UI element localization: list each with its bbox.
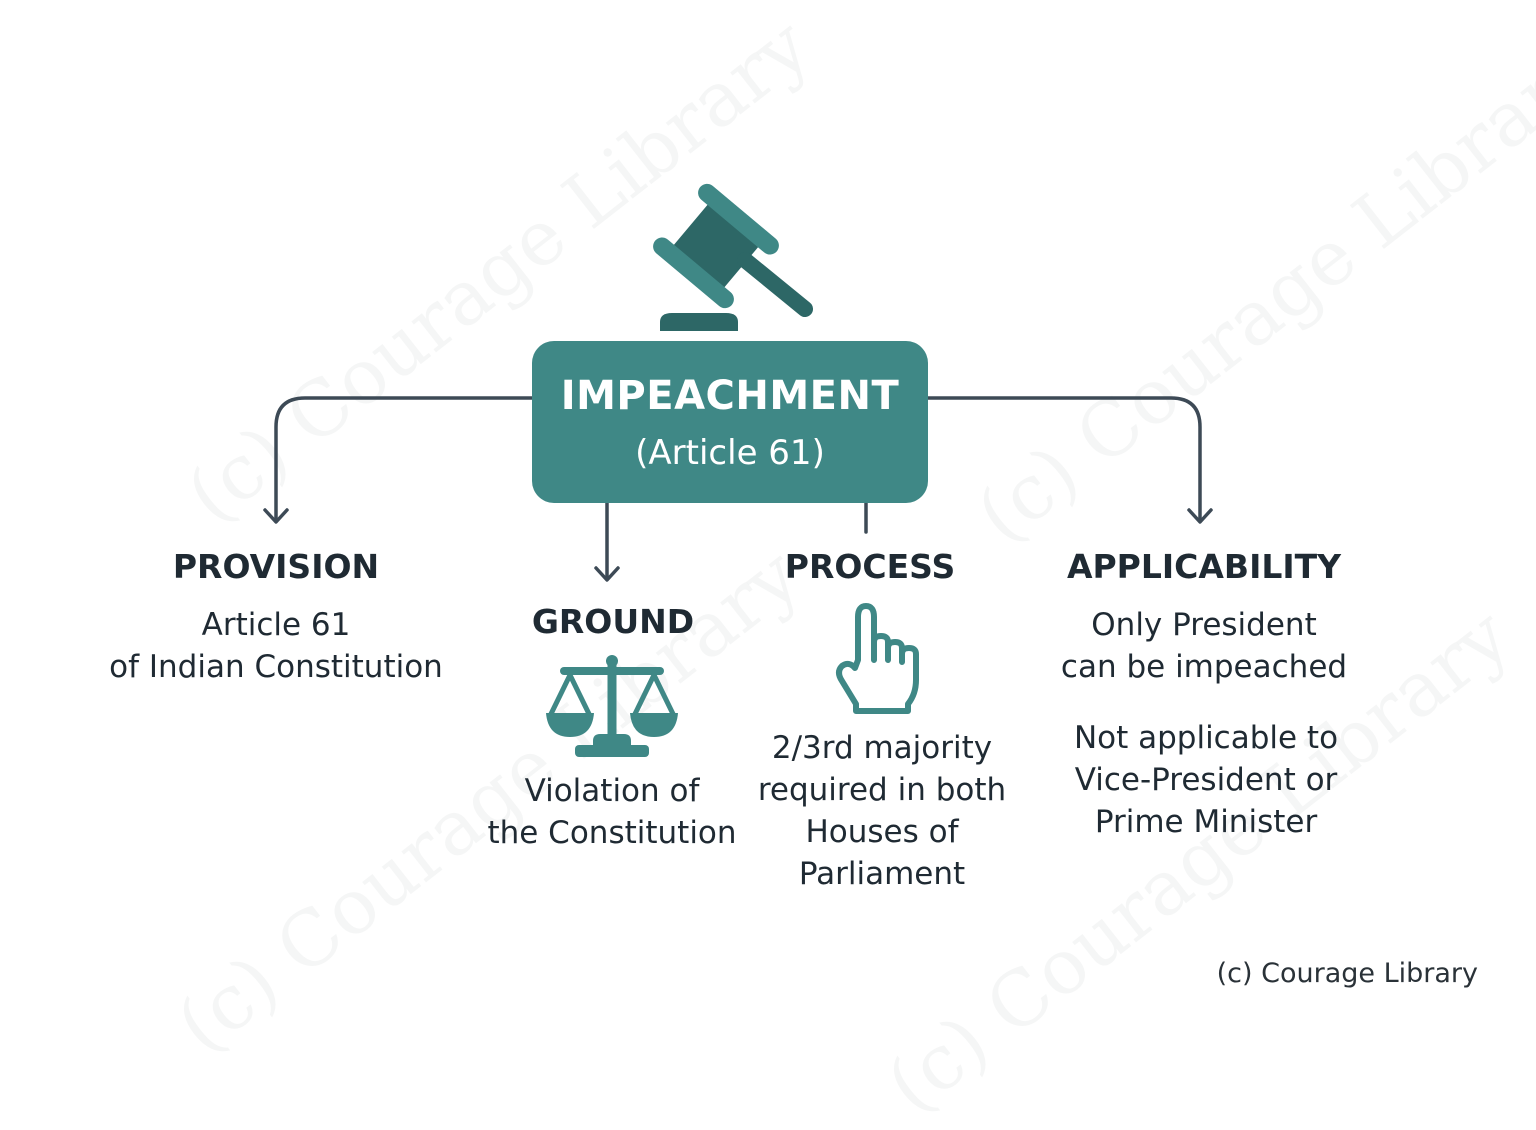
provision-line: Article 61 bbox=[201, 607, 351, 643]
connector-ground bbox=[594, 501, 620, 582]
ground-description: Violation of the Constitution bbox=[462, 770, 762, 854]
ground-heading: GROUND bbox=[531, 602, 695, 641]
applicability-description-exclusions: Not applicable to Vice-President or Prim… bbox=[1036, 717, 1376, 843]
gavel-icon bbox=[653, 183, 813, 331]
ground-line: the Constitution bbox=[487, 815, 737, 851]
copyright-notice: (c) Courage Library bbox=[1216, 958, 1478, 989]
hand-pointer-icon bbox=[836, 603, 919, 714]
provision-description: Article 61 of Indian Constitution bbox=[76, 604, 476, 688]
process-line: 2/3rd majority bbox=[771, 730, 993, 766]
applicability-description-president: Only President can be impeached bbox=[1044, 604, 1364, 688]
central-node-impeachment: IMPEACHMENT (Article 61) bbox=[532, 341, 928, 503]
process-heading: PROCESS bbox=[784, 547, 956, 586]
connector-applicability bbox=[926, 396, 1213, 524]
applicability-line: Only President bbox=[1091, 607, 1317, 643]
provision-line: of Indian Constitution bbox=[109, 649, 443, 685]
applicability-line: can be impeached bbox=[1060, 649, 1348, 685]
diagram-canvas bbox=[263, 183, 1213, 757]
ground-line: Violation of bbox=[524, 773, 700, 809]
applicability-line: Vice-President or bbox=[1074, 762, 1338, 798]
applicability-line: Not applicable to bbox=[1073, 720, 1339, 756]
connector-provision bbox=[263, 396, 534, 524]
central-subtitle: (Article 61) bbox=[635, 433, 825, 473]
applicability-heading: APPLICABILITY bbox=[1066, 547, 1342, 586]
central-title: IMPEACHMENT bbox=[560, 373, 900, 419]
process-line: Parliament bbox=[798, 856, 966, 892]
process-line: required in both bbox=[757, 772, 1007, 808]
provision-heading: PROVISION bbox=[172, 547, 380, 586]
scales-of-justice-icon bbox=[546, 655, 678, 757]
applicability-line: Prime Minister bbox=[1094, 804, 1318, 840]
process-line: Houses of bbox=[805, 814, 959, 850]
process-description: 2/3rd majority required in both Houses o… bbox=[742, 727, 1022, 895]
